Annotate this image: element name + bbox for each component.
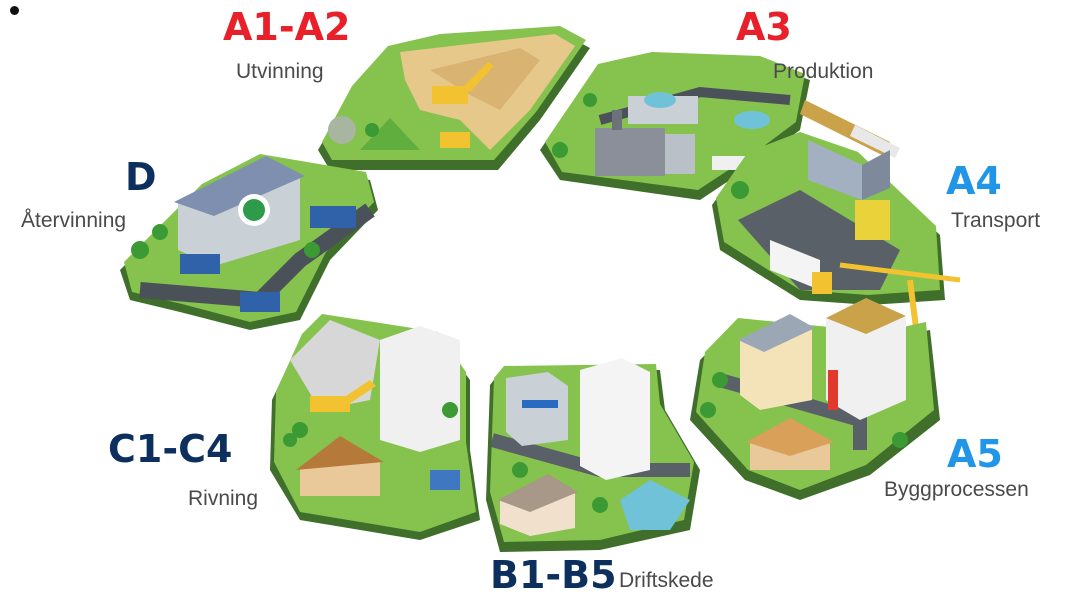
trees — [131, 93, 908, 513]
stage-name-a1a2: Utvinning — [236, 60, 324, 83]
stage-code-a4: A4 — [946, 159, 1002, 203]
stage-name-b1b5: Driftskede — [619, 569, 714, 592]
train — [800, 100, 900, 158]
tile-d — [120, 154, 378, 330]
bullet-dot — [10, 6, 19, 15]
stage-code-a5: A5 — [947, 432, 1003, 476]
stage-code-a3: A3 — [736, 5, 792, 49]
tile-a5 — [690, 298, 940, 500]
stage-name-a4: Transport — [951, 209, 1041, 232]
tile-c1c4 — [270, 314, 480, 540]
stage-code-a1a2: A1-A2 — [223, 5, 351, 49]
stage-code-c1c4: C1-C4 — [108, 427, 233, 471]
stage-name-c1c4: Rivning — [188, 487, 259, 510]
stage-code-d: D — [125, 155, 157, 199]
tile-a1a2 — [318, 26, 590, 170]
stage-name-a3: Produktion — [773, 60, 874, 83]
stage-name-a5: Byggprocessen — [884, 478, 1029, 501]
stage-name-d: Återvinning — [21, 209, 127, 232]
tile-a4 — [712, 132, 961, 361]
tile-a3 — [540, 52, 810, 200]
tile-b1b5 — [486, 358, 700, 552]
stage-code-b1b5: B1-B5 — [490, 553, 617, 597]
